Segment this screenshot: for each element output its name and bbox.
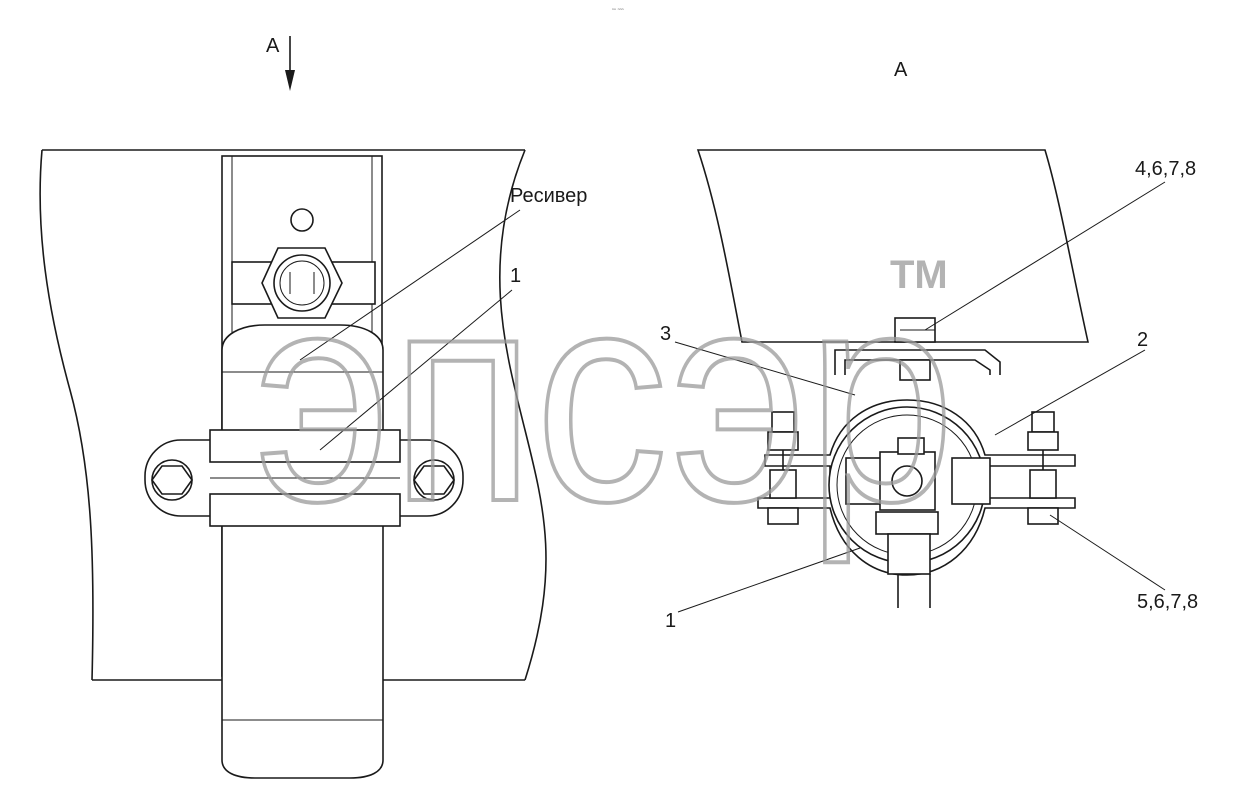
callout-receiver: Ресивер <box>510 185 587 207</box>
leader-2 <box>994 349 1146 436</box>
leader-1-left <box>319 289 513 451</box>
clamp-bolt-right-icon <box>413 459 455 501</box>
bolt-left-icon <box>767 411 799 525</box>
left-view: A <box>39 35 587 779</box>
callout-2: 2 <box>1137 329 1148 351</box>
watermark-text: эпсэр <box>255 228 955 566</box>
frame-member <box>696 149 1089 343</box>
section-title: A <box>894 59 908 81</box>
callout-3: 3 <box>660 323 671 345</box>
mounting-hole-icon <box>290 208 314 232</box>
leader-3 <box>674 341 856 396</box>
drain-valve-top-icon <box>231 247 376 319</box>
right-view: A <box>660 59 1198 632</box>
watermark: эпсэр TM <box>253 226 957 568</box>
rail-left-break <box>39 149 94 681</box>
bolt-right-icon <box>1027 411 1059 525</box>
callout-4678: 4,6,7,8 <box>1135 158 1196 180</box>
view-arrow-letter: A <box>266 35 280 57</box>
clamp-band <box>144 429 464 527</box>
clamp-bolt-left-icon <box>151 459 193 501</box>
callout-5678: 5,6,7,8 <box>1137 591 1198 613</box>
top-note: ⁿᵒ ⁿⁿⁿ <box>612 8 624 14</box>
watermark-tm: TM <box>890 253 948 297</box>
top-bracket <box>834 317 1001 381</box>
leader-receiver <box>299 209 521 361</box>
rail-right-break <box>499 149 547 681</box>
leader-5678 <box>1049 514 1166 591</box>
leader-1-right <box>677 547 861 613</box>
callout-1-right: 1 <box>665 610 676 632</box>
view-arrow-head <box>285 70 295 91</box>
callout-1-left: 1 <box>510 265 521 287</box>
central-fitting-icon <box>845 437 991 608</box>
leader-4678 <box>924 181 1166 331</box>
